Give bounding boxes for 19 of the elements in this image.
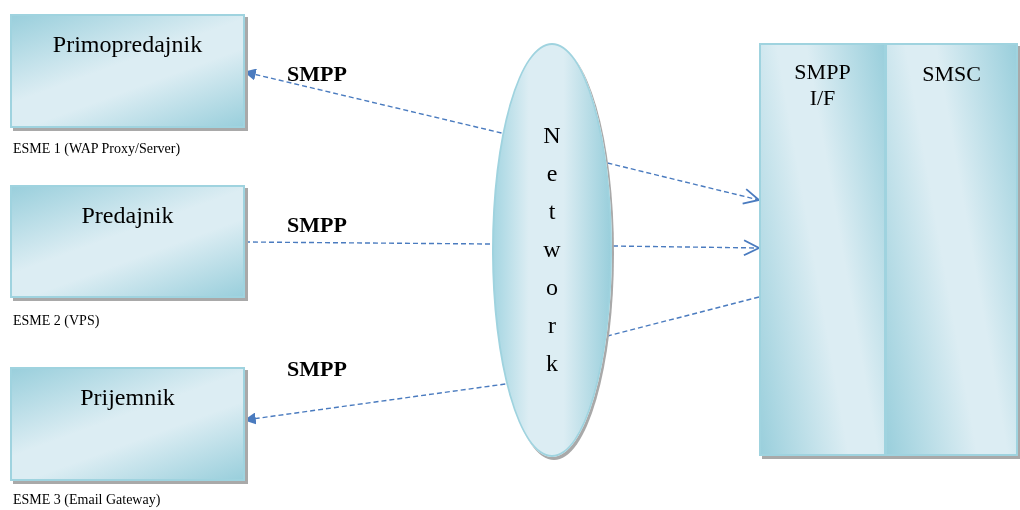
dashed-arrow (606, 162, 760, 205)
esme-box (10, 367, 245, 481)
node-label: Prijemnik (79, 383, 176, 412)
esme-box (10, 14, 245, 128)
edge-label: SMPP (287, 61, 347, 87)
edge-label: SMPP (287, 212, 347, 238)
smsc-panel (885, 43, 1018, 456)
dashed-arrow (612, 239, 760, 257)
node-label: Predajnik (80, 201, 175, 230)
node-label: SMSC (921, 61, 982, 88)
node-label: Network (542, 121, 569, 378)
esme-box (10, 185, 245, 298)
node-label: SMPP I/F (793, 59, 852, 112)
edge-label: SMPP (287, 356, 347, 382)
interface-panel (759, 43, 886, 456)
node-caption: ESME 3 (Email Gateway) (13, 492, 161, 508)
node-label: Primopredajnik (51, 30, 204, 59)
node-caption: ESME 1 (WAP Proxy/Server) (13, 141, 181, 157)
node-caption: ESME 2 (VPS) (13, 313, 100, 329)
